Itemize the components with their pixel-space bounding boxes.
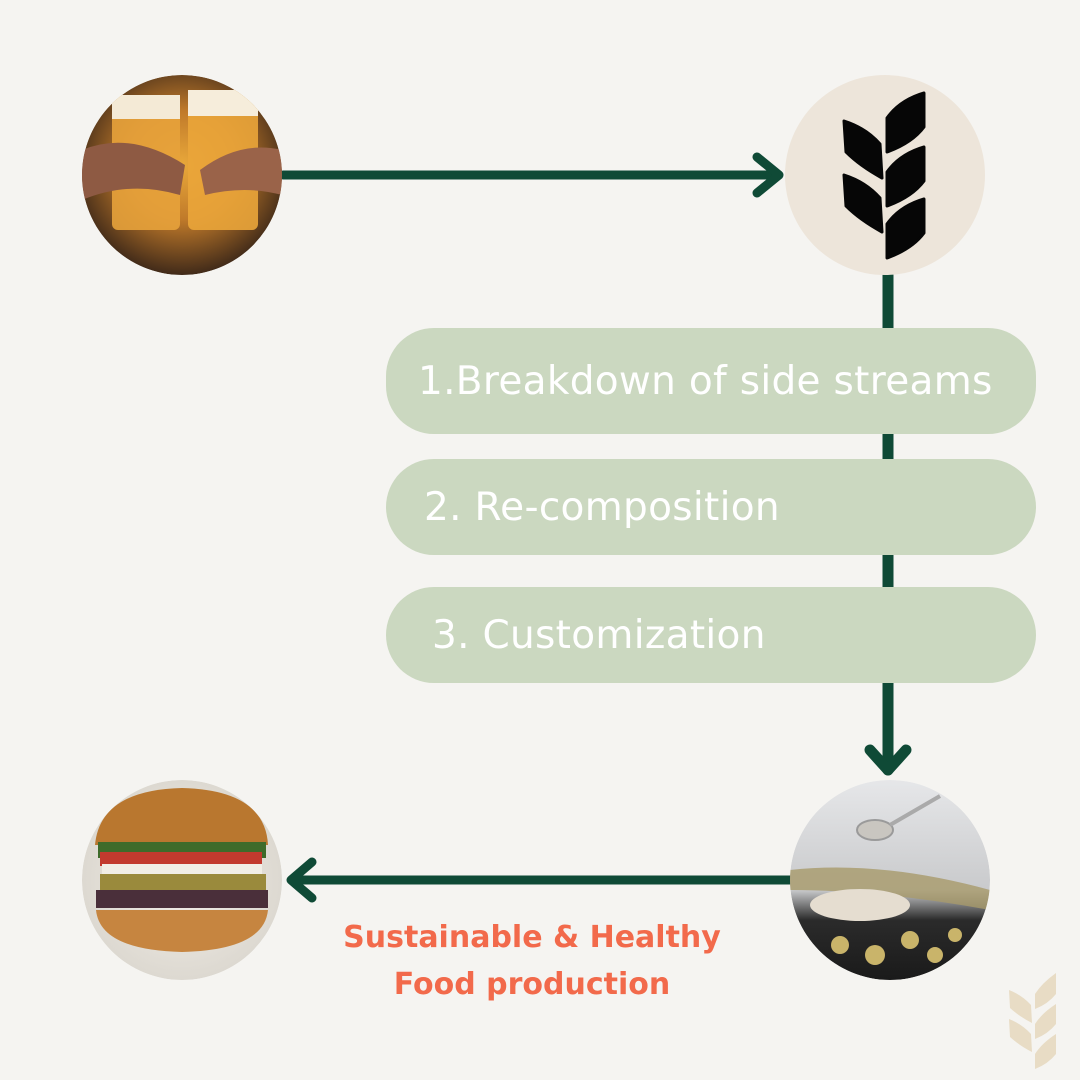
step-label: 2. Re-composition <box>424 484 780 530</box>
grain-flour-photo <box>790 780 990 980</box>
caption-line-1: Sustainable & Healthy <box>343 920 721 955</box>
arrow-flour-to-burger <box>286 857 795 903</box>
arrow-beer-to-wheat <box>278 152 784 198</box>
outcome-caption: Sustainable & Healthy Food production <box>300 914 764 1008</box>
beer-toast-photo <box>82 75 282 275</box>
step-re-composition: 2. Re-composition <box>386 459 1036 555</box>
caption-line-2: Food production <box>393 967 671 1002</box>
step-label: 1.Breakdown of side streams <box>418 358 993 404</box>
step-breakdown-of-side-streams: 1.Breakdown of side streams <box>386 328 1036 434</box>
step-customization: 3. Customization <box>386 587 1036 683</box>
veggie-burger-photo <box>82 780 282 980</box>
step-label: 3. Customization <box>432 612 766 658</box>
wheat-icon <box>785 75 985 275</box>
